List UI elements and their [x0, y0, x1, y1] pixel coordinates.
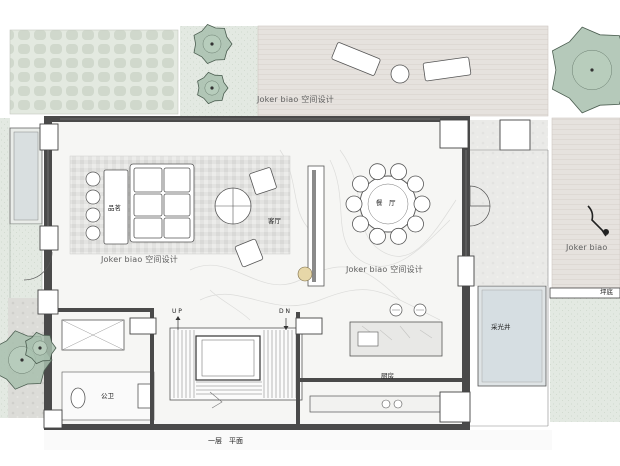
toilet-room — [61, 319, 155, 421]
plant-pot — [297, 266, 313, 282]
pilasters — [37, 119, 531, 429]
kitchen — [309, 303, 461, 413]
figure-silhouette — [587, 205, 607, 237]
watermark-dining: Joker biao 空间设计 — [346, 265, 423, 274]
dining-chair — [407, 175, 424, 193]
plan-title: 一层 平面 — [208, 437, 243, 445]
glazing — [47, 118, 549, 427]
tree — [551, 26, 620, 114]
room-label-dining: 餐 厅 — [376, 199, 396, 207]
paver-garden — [9, 29, 179, 115]
tea-set — [85, 169, 129, 245]
dining-chairs — [345, 163, 431, 245]
dining-chair — [407, 215, 424, 233]
tree — [197, 71, 229, 105]
watermark-right: Joker biao — [566, 243, 608, 252]
room-label-terrace: 坪底 — [600, 288, 613, 296]
dining-chair — [390, 227, 407, 245]
coffee-table — [214, 187, 252, 225]
trees — [0, 24, 620, 390]
stair — [169, 316, 303, 409]
armchair-2 — [234, 238, 264, 268]
dining-chair — [390, 163, 407, 181]
sectional-sofa — [129, 163, 195, 243]
tree — [25, 331, 57, 365]
dining-set — [359, 175, 417, 233]
marble-veins — [189, 149, 457, 321]
watermark-top: Joker biao 空间设计 — [257, 95, 334, 104]
dining-chair — [369, 227, 386, 245]
dining-chair — [369, 163, 386, 181]
stair-down-label: D N — [279, 308, 291, 315]
lawn-right — [550, 296, 620, 422]
deck-loungers — [331, 42, 472, 84]
deck-right — [551, 117, 620, 289]
room-label-toilet: 公卫 — [101, 392, 114, 400]
room-label-kitchen: 厨房 — [381, 372, 394, 380]
dining-chair — [352, 175, 369, 193]
stair-up-label: U P — [172, 308, 182, 315]
room-label-lightwell: 采光井 — [491, 323, 511, 331]
dining-chair — [352, 215, 369, 233]
room-label-tea: 品茗 — [108, 204, 121, 212]
room-label-living: 客厅 — [268, 217, 281, 225]
tree — [193, 24, 233, 64]
armchair-1 — [249, 167, 277, 195]
dining-chair — [413, 195, 431, 213]
dining-chair — [345, 195, 363, 213]
watermark-living: Joker biao 空间设计 — [101, 255, 178, 264]
